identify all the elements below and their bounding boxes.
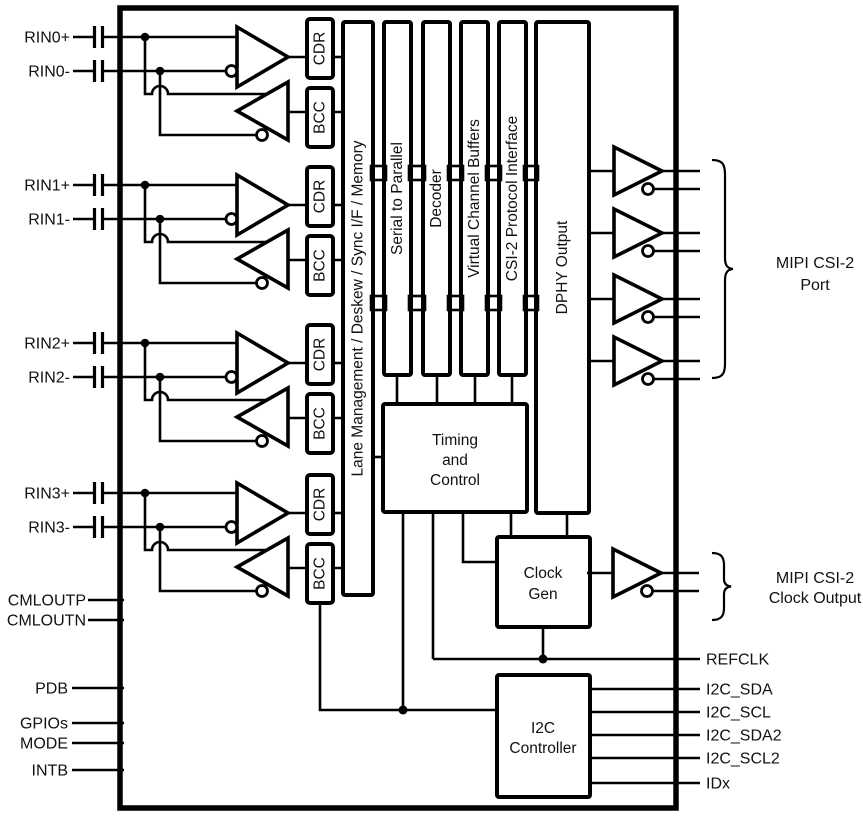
clock-gen-block [495,535,592,629]
bus-link [522,164,540,182]
mipi-clock-label-line2: Clock Output [769,590,862,607]
dphy-output-block [534,20,591,515]
bus-link [407,164,427,182]
channel-3 [71,473,345,605]
pin-label-idx: IDx [706,776,730,793]
dphy-output-label: DPHY Output [554,220,571,314]
pin-label-cmloutn: CMLOUTN [7,613,86,630]
cdr-label-3: CDR [312,488,329,522]
timing-label-line2: and [442,452,468,469]
bus-link [369,164,388,182]
pipeline-bus-links [369,164,540,312]
mipi-port-label-line2: Port [800,277,830,294]
csi2-lane-buffer-2 [586,273,702,325]
pin-label-rin0-plus: RIN0+ [24,30,70,47]
pin-label-rin2-plus: RIN2+ [24,336,70,353]
timing-and-control-block [381,402,529,514]
pin-label-refclk: REFCLK [706,652,769,669]
csi2-clock-buffer [585,547,701,599]
channel-0 [71,17,345,149]
timing-bottom-wires [401,510,513,710]
pin-label-rin1-plus: RIN1+ [24,178,70,195]
csi2-lane-buffer-3 [586,335,702,387]
decoder-block [421,20,452,377]
lane-management-block [341,20,375,597]
bcc-label-3: BCC [312,557,329,590]
chip-boundary [117,5,679,811]
serial-to-parallel-label: Serial to Parallel [389,142,406,255]
csi2-protocol-interface-label: CSI-2 Protocol Interface [504,116,521,281]
pin-label-i2c-sda2: I2C_SDA2 [706,728,782,745]
i2c-controller-label-line2: Controller [509,740,576,757]
bus-link [484,164,503,182]
lane-management-label: Lane Management / Deskew / Sync I/F / Me… [350,140,367,476]
pin-label-rin3-plus: RIN3+ [24,486,70,503]
mipi-port-brace [711,158,734,380]
csi2-protocol-interface-block [497,20,528,377]
pin-label-rin0-minus: RIN0- [28,64,70,81]
left-pin-stub-wires [72,598,124,772]
timing-label-line3: Control [430,472,480,489]
junction-dot [398,705,408,715]
csi2-lane-buffer-1 [586,207,702,259]
pin-label-rin3-minus: RIN3- [28,520,70,537]
bcc-label-0: BCC [312,101,329,134]
mipi-clock-label-line1: MIPI CSI-2 [776,570,854,587]
cdr-label-2: CDR [312,338,329,372]
bcc-label-1: BCC [312,249,329,282]
channel-2 [71,323,345,455]
bcc-to-i2c-wire [318,601,499,712]
decoder-label: Decoder [428,169,445,228]
pin-label-gpios: GPIOs [20,716,68,733]
cdr-label-1: CDR [312,180,329,214]
clock-gen-label-line2: Gen [528,586,557,603]
junction-dot [538,654,548,664]
pin-label-mode: MODE [20,736,68,753]
pin-label-i2c-sda: I2C_SDA [706,682,773,699]
csi2-lane-buffer-0 [586,145,702,197]
bus-link [369,294,388,312]
i2c-controller-label-line1: I2C [531,720,555,737]
mipi-port-label-line1: MIPI CSI-2 [776,255,854,272]
i2c-controller-block [495,673,592,799]
mipi-clock-brace [711,551,732,622]
bus-link [522,294,540,312]
pipeline-to-timing-wires [395,373,514,406]
pin-label-intb: INTB [32,763,68,780]
timing-label-line1: Timing [432,432,478,449]
pin-label-rin2-minus: RIN2- [28,370,70,387]
serial-to-parallel-block [382,20,413,377]
cdr-label-0: CDR [312,32,329,66]
virtual-channel-buffers-label: Virtual Channel Buffers [466,119,483,278]
bus-link [484,294,503,312]
pin-label-i2c-scl: I2C_SCL [706,705,771,722]
bus-link [446,294,465,312]
bus-link [446,164,465,182]
bcc-label-2: BCC [312,407,329,440]
pin-label-pdb: PDB [35,681,68,698]
bus-link [407,294,427,312]
pin-label-i2c-scl2: I2C_SCL2 [706,751,780,768]
i2c-pin-wires [590,687,700,785]
channel-1 [71,165,345,297]
pin-label-rin1-minus: RIN1- [28,212,70,229]
pin-label-cmloutp: CMLOUTP [8,593,86,610]
clock-gen-label-line1: Clock [524,565,563,582]
virtual-channel-buffers-block [459,20,490,377]
